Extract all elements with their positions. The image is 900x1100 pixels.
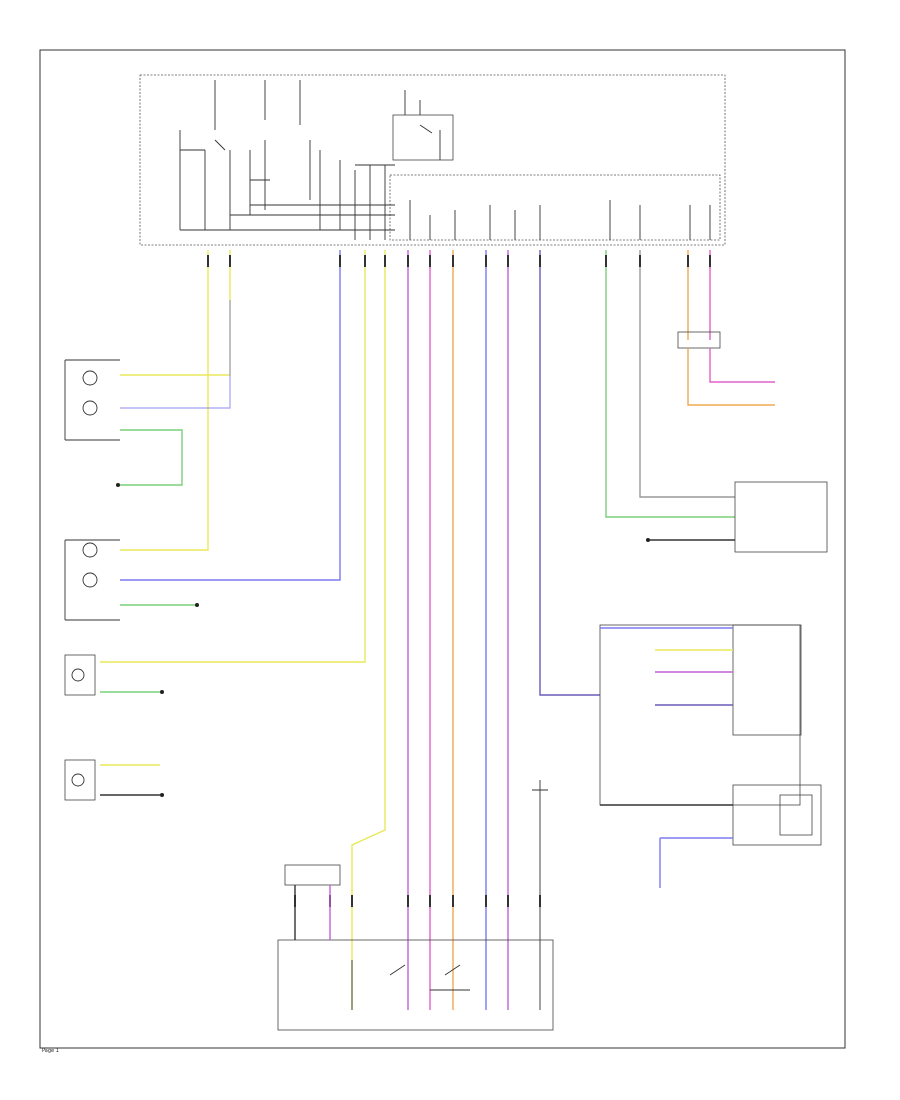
footer-ref: Page 1	[42, 1048, 59, 1054]
light-sensor-box	[599, 624, 801, 806]
headlamp-switch-box	[277, 939, 554, 1031]
sensor-box	[732, 624, 802, 736]
sensor-wires	[600, 627, 733, 706]
module-internal-wiring	[179, 80, 711, 240]
control-module-inner-box	[389, 174, 721, 241]
left-side-lamp	[64, 654, 164, 696]
right-side-lamp	[64, 759, 164, 801]
switch-connector	[284, 864, 341, 886]
right-module-upper	[734, 481, 828, 553]
diagram-frame	[39, 49, 846, 1049]
dimmer-module-box	[732, 784, 822, 846]
connector-ticks	[207, 255, 711, 907]
harness-wires	[100, 250, 735, 1010]
ground-connector	[677, 331, 721, 349]
left-headlamp	[64, 359, 183, 487]
control-module-box	[139, 74, 726, 246]
right-headlamp	[64, 539, 199, 621]
relay-box	[392, 114, 454, 161]
